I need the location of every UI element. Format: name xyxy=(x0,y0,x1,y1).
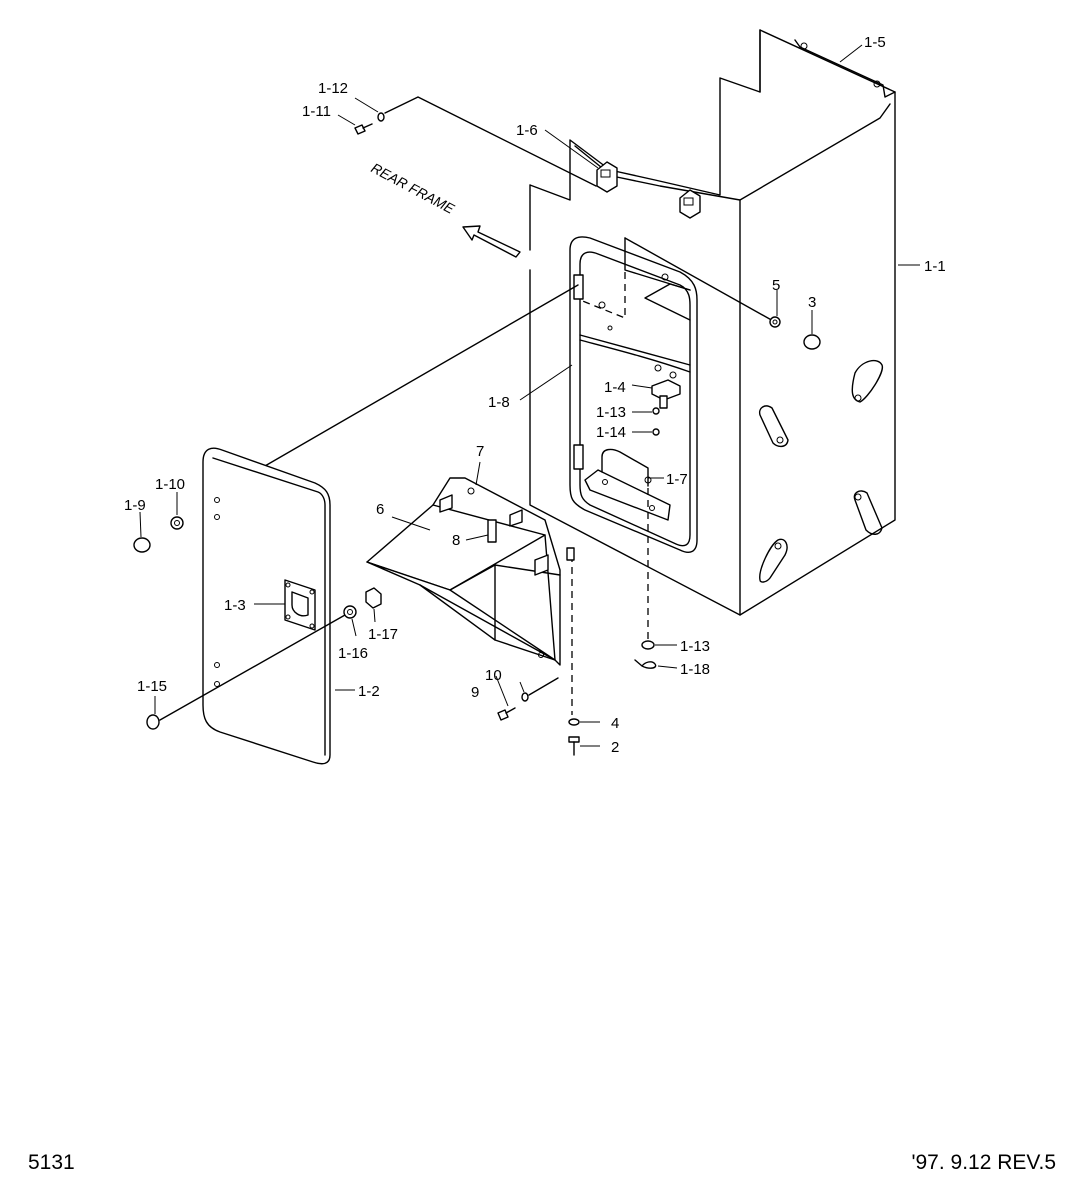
callout-1-4: 1-4 xyxy=(604,379,626,396)
callout-1-15: 1-15 xyxy=(137,678,167,695)
fasteners xyxy=(133,96,821,756)
callout-1-11: 1-11 xyxy=(302,103,331,120)
callout-1-5: 1-5 xyxy=(864,34,886,51)
callout-1-17: 1-17 xyxy=(368,626,398,643)
page-code: 5131 xyxy=(28,1151,75,1174)
callout-labels: 1-5 1-1 1-12 1-11 1-6 5 3 1-8 1-4 1-13 1… xyxy=(124,34,946,756)
callout-1-13-lower: 1-13 xyxy=(680,638,710,655)
callout-1-1: 1-1 xyxy=(924,258,946,275)
door-frame-1-8 xyxy=(569,236,698,640)
callout-1-9: 1-9 xyxy=(124,497,146,514)
callout-9: 9 xyxy=(471,684,479,701)
callout-10: 10 xyxy=(485,667,502,684)
callout-1-2: 1-2 xyxy=(358,683,380,700)
revision-stamp: '97. 9.12 REV.5 xyxy=(911,1151,1056,1174)
callout-8: 8 xyxy=(452,532,460,549)
door-panel-1-2 xyxy=(202,447,331,765)
callout-1-6: 1-6 xyxy=(516,122,538,139)
callout-1-18: 1-18 xyxy=(680,661,710,678)
callout-1-3: 1-3 xyxy=(224,597,246,614)
callout-7: 7 xyxy=(476,443,484,460)
callout-2: 2 xyxy=(611,739,619,756)
callout-1-7: 1-7 xyxy=(666,471,688,488)
callout-6: 6 xyxy=(376,501,384,518)
rear-frame-label: REAR FRAME xyxy=(369,160,458,218)
callout-leaders xyxy=(139,44,920,747)
callout-4: 4 xyxy=(611,715,619,732)
callout-1-14: 1-14 xyxy=(596,424,626,441)
callout-5: 5 xyxy=(772,277,780,294)
housing-1-1 xyxy=(529,29,896,616)
callout-1-13-upper: 1-13 xyxy=(596,404,626,421)
callout-1-16: 1-16 xyxy=(338,645,368,662)
rear-frame-direction-arrow: REAR FRAME xyxy=(369,160,521,258)
callout-1-12: 1-12 xyxy=(318,80,348,97)
callout-3: 3 xyxy=(808,294,816,311)
tray-6 xyxy=(366,477,575,715)
callout-1-8: 1-8 xyxy=(488,394,510,411)
callout-1-10: 1-10 xyxy=(155,476,185,493)
